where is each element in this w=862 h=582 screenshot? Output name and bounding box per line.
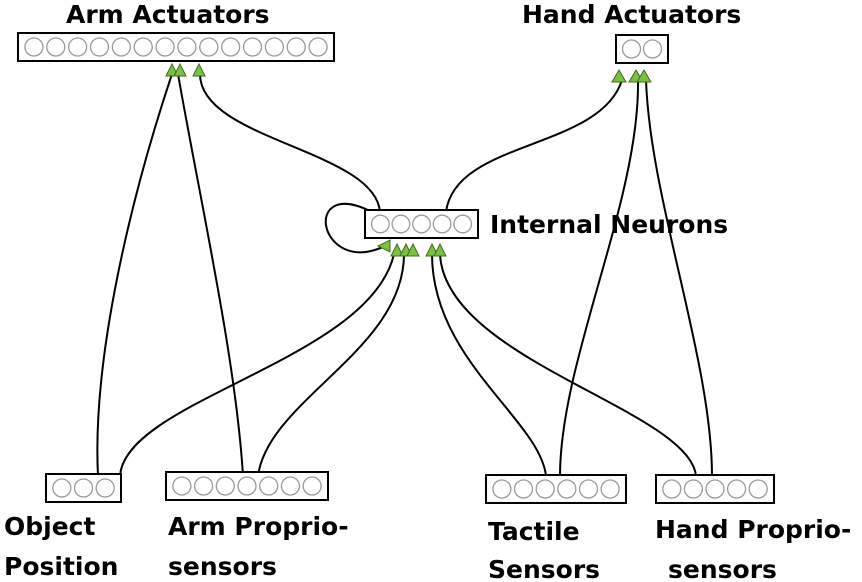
arrowhead-internal-5	[433, 242, 447, 257]
link-handprop-to-hand	[645, 79, 713, 477]
neuron-arm-actuators-14	[308, 37, 328, 57]
neuron-internal-neurons-2	[391, 214, 411, 234]
neuron-tactile-sensors-1	[492, 479, 512, 499]
link-object-to-internal	[119, 253, 395, 477]
neuron-hand-actuators-2	[642, 39, 663, 59]
link-internal-to-hand	[445, 79, 623, 213]
object-position-label-line2: Position	[4, 552, 118, 581]
neuron-hand-proprio-5	[748, 479, 768, 499]
hand-actuators-title: Hand Actuators	[522, 0, 741, 29]
neuron-hand-proprio-2	[683, 479, 704, 499]
arrowhead-arm-3	[192, 62, 206, 77]
neuron-internal-neurons-1	[370, 214, 390, 234]
object-position-label-line1: Object	[4, 512, 95, 541]
connections	[96, 73, 713, 477]
link-armprop-to-internal	[257, 253, 405, 477]
arm-proprio-label-line1: Arm Proprio-	[168, 512, 349, 541]
neuron-arm-actuators-12	[264, 37, 285, 57]
arrowhead-hand-1	[611, 69, 627, 83]
neuron-tactile-sensors-6	[600, 479, 620, 499]
link-object-to-arm	[96, 73, 173, 477]
neuron-tactile-sensors-2	[513, 479, 534, 499]
neuron-arm-actuators-1	[24, 37, 44, 57]
neuron-arm-actuators-10	[220, 37, 241, 57]
link-handprop-to-internal	[439, 253, 697, 477]
neuron-tactile-sensors-4	[557, 479, 577, 499]
neuron-object-position-1	[52, 478, 72, 498]
arrowhead-arm-2	[173, 62, 187, 77]
arrowhead-internal-3	[406, 242, 420, 257]
link-tactile-to-internal	[431, 253, 547, 477]
arrowhead-internal-1	[390, 242, 404, 257]
neuron-arm-actuators-4	[89, 37, 110, 57]
neuron-internal-neurons-3	[412, 214, 431, 234]
link-armprop-to-arm	[177, 73, 244, 477]
neuron-arm-actuators-13	[286, 37, 306, 57]
neuron-hand-actuators-1	[621, 39, 642, 59]
neuron-arm-actuators-3	[67, 37, 88, 57]
neuron-arm-proprio-4	[237, 476, 257, 496]
arm-proprio-group	[165, 471, 329, 501]
arm-proprio-label-line2: sensors	[168, 552, 277, 581]
tactile-sensors-label-line2: Sensors	[488, 555, 600, 582]
arm-actuators-title: Arm Actuators	[66, 0, 270, 29]
internal-neurons-group	[364, 209, 479, 239]
hand-actuators-group	[615, 34, 669, 64]
neuron-arm-actuators-9	[199, 37, 219, 57]
arrowhead-hand-3	[636, 69, 652, 83]
link-internal-self-loop	[324, 202, 386, 254]
neuron-arm-actuators-7	[155, 37, 175, 57]
arrowhead-internal-loop	[376, 239, 391, 253]
arrowheads	[165, 62, 652, 257]
neuron-hand-proprio-3	[705, 479, 725, 499]
neuron-arm-proprio-7	[302, 476, 322, 496]
hand-proprio-label-line2: sensors	[668, 555, 777, 582]
neuron-object-position-3	[95, 478, 115, 498]
neuron-arm-proprio-1	[172, 476, 192, 496]
neuron-arm-proprio-3	[215, 476, 235, 496]
neuron-arm-actuators-11	[242, 37, 263, 57]
neuron-arm-actuators-6	[133, 37, 153, 57]
neuron-tactile-sensors-3	[535, 479, 555, 499]
arm-actuators-group	[17, 32, 335, 62]
tactile-sensors-label-line1: Tactile	[488, 517, 580, 546]
neuron-arm-actuators-8	[177, 37, 197, 57]
hand-proprio-group	[655, 474, 775, 504]
object-position-group	[45, 473, 122, 503]
link-internal-to-arm	[199, 73, 381, 213]
neuron-hand-proprio-1	[662, 479, 682, 499]
tactile-sensors-group	[485, 474, 627, 504]
neuron-internal-neurons-4	[432, 214, 452, 234]
neuron-arm-proprio-2	[193, 476, 214, 496]
neuron-arm-actuators-2	[46, 37, 66, 57]
internal-neurons-title: Internal Neurons	[490, 210, 728, 239]
neuron-arm-proprio-5	[259, 476, 279, 496]
link-tactile-to-hand	[559, 79, 640, 477]
neuron-hand-proprio-4	[726, 479, 747, 499]
neuron-object-position-2	[73, 478, 94, 498]
neuron-tactile-sensors-5	[578, 479, 599, 499]
neuron-internal-neurons-5	[453, 214, 473, 234]
hand-proprio-label-line1: Hand Proprio-	[655, 515, 851, 544]
neuron-arm-proprio-6	[280, 476, 301, 496]
neuron-arm-actuators-5	[111, 37, 132, 57]
